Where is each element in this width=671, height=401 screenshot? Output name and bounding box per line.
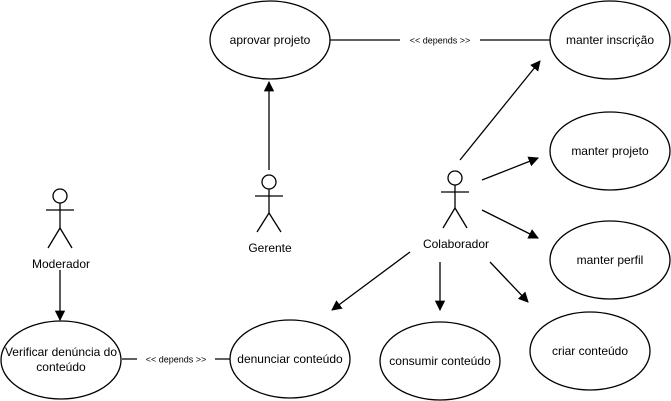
actor-colaborador-label: Colaborador: [423, 237, 489, 251]
arrow-colab-projeto: [481, 156, 539, 181]
use-case-manter-inscricao-label: manter inscrição: [566, 33, 654, 47]
actor-moderador-label: Moderador: [32, 257, 90, 271]
use-case-consumir-conteudo-label: consumir conteúdo: [389, 354, 491, 368]
use-case-verificar-denuncia-label-line1: Verificar denúncia do: [5, 345, 117, 359]
use-case-denunciar-conteudo-label: denunciar conteúdo: [237, 352, 343, 366]
relation-depends-bottom-bg: [137, 353, 215, 365]
use-case-manter-projeto-label: manter projeto: [571, 144, 649, 158]
use-case-manter-perfil-label: manter perfil: [577, 253, 644, 267]
use-case-denunciar-conteudo[interactable]: denunciar conteúdo: [229, 319, 351, 399]
relation-depends-top-bg: [400, 34, 480, 46]
arrow-colab-perfil: [481, 209, 539, 239]
use-case-manter-projeto[interactable]: manter projeto: [549, 111, 671, 191]
stick-figure-icon: [441, 170, 469, 229]
use-case-criar-conteudo-label: criar conteúdo: [552, 344, 628, 358]
stick-figure-icon: [255, 174, 283, 233]
stick-figure-icon: [46, 188, 74, 249]
arrow-colab-denunciar: [331, 251, 411, 311]
use-case-verificar-denuncia[interactable]: Verificar denúncia do conteúdo: [0, 320, 122, 400]
actor-gerente[interactable]: Gerente: [248, 174, 292, 255]
use-case-aprovar-projeto[interactable]: aprovar projeto: [209, 0, 331, 80]
use-case-aprovar-projeto-label: aprovar projeto: [230, 33, 311, 47]
actor-colaborador[interactable]: Colaborador: [423, 170, 489, 251]
use-case-criar-conteudo[interactable]: criar conteúdo: [529, 311, 651, 391]
relation-depends-bottom-label: << depends >>: [146, 355, 207, 365]
arrow-colab-criar: [489, 261, 529, 303]
use-case-manter-perfil[interactable]: manter perfil: [549, 220, 671, 300]
relation-depends-top-label: << depends >>: [410, 36, 471, 46]
use-case-verificar-denuncia-label-line2: conteúdo: [36, 360, 86, 374]
arrow-colab-inscricao: [459, 60, 541, 161]
use-case-manter-inscricao[interactable]: manter inscrição: [549, 0, 671, 80]
use-case-consumir-conteudo[interactable]: consumir conteúdo: [379, 321, 501, 401]
actor-moderador[interactable]: Moderador: [32, 188, 90, 271]
actor-gerente-label: Gerente: [248, 241, 292, 255]
